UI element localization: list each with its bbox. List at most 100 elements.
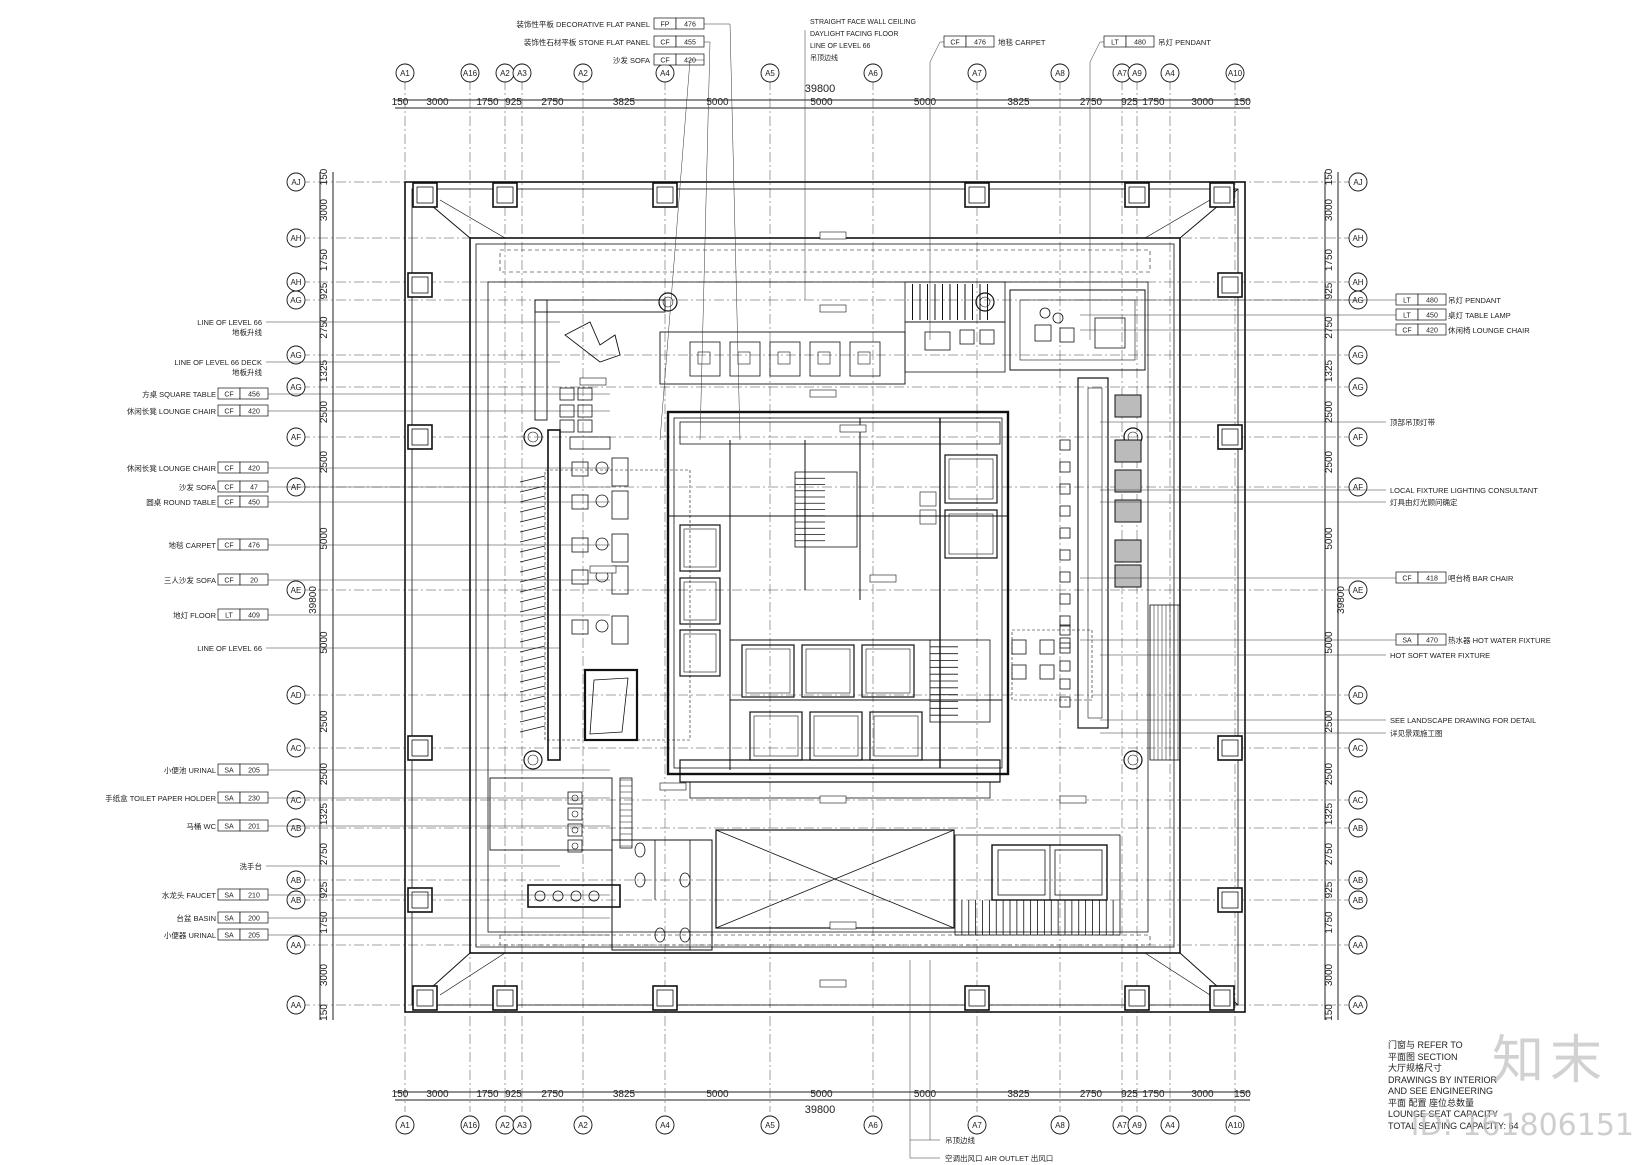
callout-tag: SA bbox=[224, 768, 234, 775]
lounge-seat bbox=[1039, 639, 1055, 655]
round-column-core bbox=[1127, 754, 1139, 766]
dimension-total: 39800 bbox=[805, 83, 836, 95]
dimension-value: 2500 bbox=[1324, 400, 1335, 423]
leader-line bbox=[659, 59, 691, 441]
banquette-slat bbox=[519, 545, 546, 553]
dimension-value: 150 bbox=[319, 168, 330, 185]
axis-label: A8 bbox=[1055, 69, 1065, 78]
banquette-slat bbox=[519, 625, 546, 633]
booth-seat bbox=[689, 341, 721, 377]
axis-label: A5 bbox=[765, 69, 775, 78]
dimension-value: 1750 bbox=[1324, 911, 1335, 934]
banquette-slat bbox=[519, 475, 546, 483]
callout-number-box bbox=[239, 819, 269, 832]
axis-label: AA bbox=[291, 941, 302, 950]
axis-bubble bbox=[286, 377, 306, 397]
toilet bbox=[679, 872, 691, 888]
dimension-value: 150 bbox=[392, 1089, 409, 1100]
bar-equipment-unit bbox=[1114, 469, 1142, 493]
callout-number: 480 bbox=[1426, 298, 1438, 305]
axis-bubble bbox=[286, 995, 306, 1015]
callout-text: 台盆 BASIN bbox=[176, 913, 216, 923]
column-core bbox=[411, 276, 429, 294]
axis-bubble bbox=[1348, 935, 1368, 955]
booth-table bbox=[857, 351, 871, 365]
callout-number-box bbox=[1417, 633, 1447, 646]
callout-text: 吊灯 PENDANT bbox=[1158, 37, 1211, 47]
callout-number-box bbox=[675, 53, 705, 66]
callout-text: 桌灯 TABLE LAMP bbox=[1448, 310, 1511, 320]
banquette-slat bbox=[519, 665, 546, 673]
axis-label: A10 bbox=[1228, 1121, 1243, 1130]
callout-text: 地灯 FLOOR bbox=[173, 610, 217, 620]
column bbox=[652, 985, 678, 1011]
callout-text: 吊顶边线 bbox=[810, 53, 838, 62]
dimension-value: 1750 bbox=[476, 1089, 499, 1100]
axis-bubble bbox=[460, 63, 480, 83]
callout-number-box bbox=[239, 461, 269, 474]
urinal-bowl bbox=[571, 826, 579, 834]
banquette-slat bbox=[519, 705, 546, 713]
axis-bubble bbox=[760, 63, 780, 83]
callout-text: 装饰性平板 DECORATIVE FLAT PANEL bbox=[516, 19, 650, 29]
dimension-value: 3825 bbox=[1007, 1089, 1030, 1100]
elevator-car bbox=[741, 644, 795, 698]
callout-text: 装饰性石材平板 STONE FLAT PANEL bbox=[524, 37, 650, 47]
callout-number: 450 bbox=[248, 500, 260, 507]
banquette-slat bbox=[519, 585, 546, 593]
dimension-value: 150 bbox=[1234, 97, 1251, 108]
dimension-value: 1750 bbox=[319, 248, 330, 271]
axis-label: AE bbox=[291, 586, 302, 595]
banquette-slat bbox=[519, 645, 546, 653]
callout-tag: CF bbox=[224, 578, 233, 585]
round-side-table bbox=[595, 537, 609, 551]
round-side-table bbox=[595, 619, 609, 633]
room-tag bbox=[579, 377, 607, 386]
room-tag bbox=[659, 782, 687, 791]
west-lounge bbox=[519, 299, 691, 761]
callout-tag: CF bbox=[1402, 328, 1411, 335]
callout-number-box bbox=[1417, 293, 1447, 306]
banquette-slat bbox=[519, 495, 546, 503]
leader-line bbox=[699, 41, 711, 441]
axis-bubble bbox=[573, 63, 593, 83]
armchair bbox=[571, 619, 589, 635]
callout-number: 200 bbox=[248, 916, 260, 923]
structural-columns bbox=[407, 182, 1243, 1011]
callout-number-box bbox=[1417, 571, 1447, 584]
elevator-inner bbox=[948, 513, 994, 555]
callout-tag: CF bbox=[224, 543, 233, 550]
axis-bubble bbox=[1348, 580, 1368, 600]
bar-equipment-unit bbox=[1114, 499, 1142, 523]
dimension-value: 2500 bbox=[319, 400, 330, 423]
booth-seat bbox=[769, 341, 801, 377]
dimension-value: 2750 bbox=[319, 316, 330, 339]
sofa bbox=[611, 533, 629, 563]
note-line: AND SEE ENGINEERING bbox=[1388, 1086, 1494, 1096]
column-core bbox=[416, 989, 434, 1007]
note-line: 大厅规格尺寸 bbox=[1388, 1063, 1443, 1073]
callout-number-box bbox=[1417, 323, 1447, 336]
elevator-inner bbox=[753, 715, 799, 757]
north-banquette-row bbox=[659, 281, 1006, 385]
dimension-value: 150 bbox=[392, 97, 409, 108]
axis-label: A5 bbox=[765, 1121, 775, 1130]
callout-text: 休闲椅 LOUNGE CHAIR bbox=[1448, 325, 1530, 335]
axis-label: AC bbox=[1352, 744, 1363, 753]
callout-number-box bbox=[239, 495, 269, 508]
note-line: LOUNGE SEAT CAPACITY bbox=[1388, 1109, 1499, 1119]
axis-label: A9 bbox=[1132, 69, 1142, 78]
basin bbox=[570, 890, 582, 902]
callout-number: 205 bbox=[248, 933, 260, 940]
axis-label: A2 bbox=[578, 1121, 588, 1130]
leader-line bbox=[1089, 41, 1104, 63]
callout-text: HOT SOFT WATER FIXTURE bbox=[1390, 651, 1490, 660]
callout-tag: SA bbox=[224, 796, 234, 803]
axis-label: AD bbox=[1352, 691, 1363, 700]
banquette-slat bbox=[519, 725, 546, 733]
callout-text: SEE LANDSCAPE DRAWING FOR DETAIL bbox=[1390, 716, 1536, 725]
booth-table bbox=[777, 351, 791, 365]
callout-text: 吊顶边线 bbox=[945, 1135, 975, 1145]
callout-tag: FP bbox=[661, 22, 670, 29]
axis-label: AG bbox=[290, 383, 302, 392]
